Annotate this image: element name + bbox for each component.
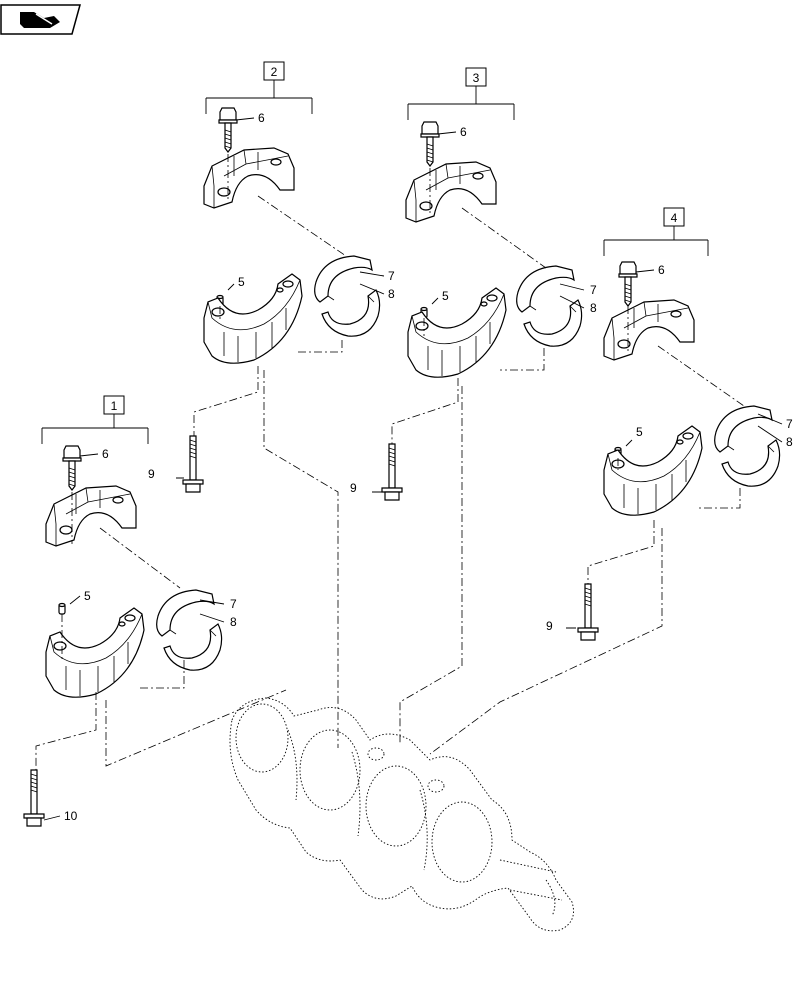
- group-number-1: 1: [111, 399, 118, 413]
- callout-labels: 6 6 6 6 5 5 5 5 7 7 7 7 8 8 8 8 9 9 9 10: [43, 111, 793, 823]
- callout-10: 10: [64, 809, 78, 823]
- bearing-shells: [314, 255, 381, 337]
- lower-bearing-cap: [407, 287, 507, 378]
- long-bolt: [23, 769, 45, 827]
- callout-8: 8: [786, 435, 793, 449]
- group-number-4: 4: [671, 211, 678, 225]
- upper-bearing-cap: [405, 161, 497, 223]
- bearing-shells: [714, 405, 781, 487]
- callout-6: 6: [460, 125, 467, 139]
- cap-screw: [218, 107, 238, 153]
- lower-bearing-cap: [45, 607, 145, 698]
- assembly-group-2: 2: [182, 61, 381, 748]
- assembly-group-1: 1: [23, 395, 287, 827]
- callout-5: 5: [238, 275, 245, 289]
- callout-5: 5: [636, 425, 643, 439]
- assembly-group-4: 4: [429, 207, 781, 755]
- callout-7: 7: [590, 283, 597, 297]
- upper-bearing-cap: [203, 147, 295, 209]
- long-bolt: [182, 435, 204, 493]
- callout-9: 9: [148, 467, 155, 481]
- cap-screw: [62, 445, 82, 491]
- upper-bearing-cap: [603, 299, 695, 361]
- callout-8: 8: [230, 615, 237, 629]
- lower-bearing-cap: [603, 425, 703, 516]
- callout-6: 6: [102, 447, 109, 461]
- crankshaft: [229, 697, 574, 932]
- callout-6: 6: [658, 263, 665, 277]
- callout-5: 5: [442, 289, 449, 303]
- upper-bearing-cap: [45, 485, 137, 547]
- long-bolt: [381, 443, 403, 501]
- callout-7: 7: [786, 417, 793, 431]
- page-nav-arrow-icon[interactable]: [0, 4, 81, 35]
- long-bolt: [577, 583, 599, 641]
- callout-7: 7: [230, 597, 237, 611]
- cap-screw: [420, 121, 440, 167]
- callout-9: 9: [350, 481, 357, 495]
- lower-bearing-cap: [203, 273, 303, 364]
- callout-5: 5: [84, 589, 91, 603]
- callout-6: 6: [258, 111, 265, 125]
- callout-8: 8: [388, 287, 395, 301]
- cap-screw: [618, 261, 638, 307]
- assembly-group-3: 3: [381, 67, 583, 744]
- dowel-pin: [58, 602, 66, 615]
- callout-9: 9: [546, 619, 553, 633]
- bearing-shells: [516, 265, 583, 347]
- group-number-3: 3: [473, 71, 480, 85]
- group-number-2: 2: [271, 65, 278, 79]
- callout-7: 7: [388, 269, 395, 283]
- callout-8: 8: [590, 301, 597, 315]
